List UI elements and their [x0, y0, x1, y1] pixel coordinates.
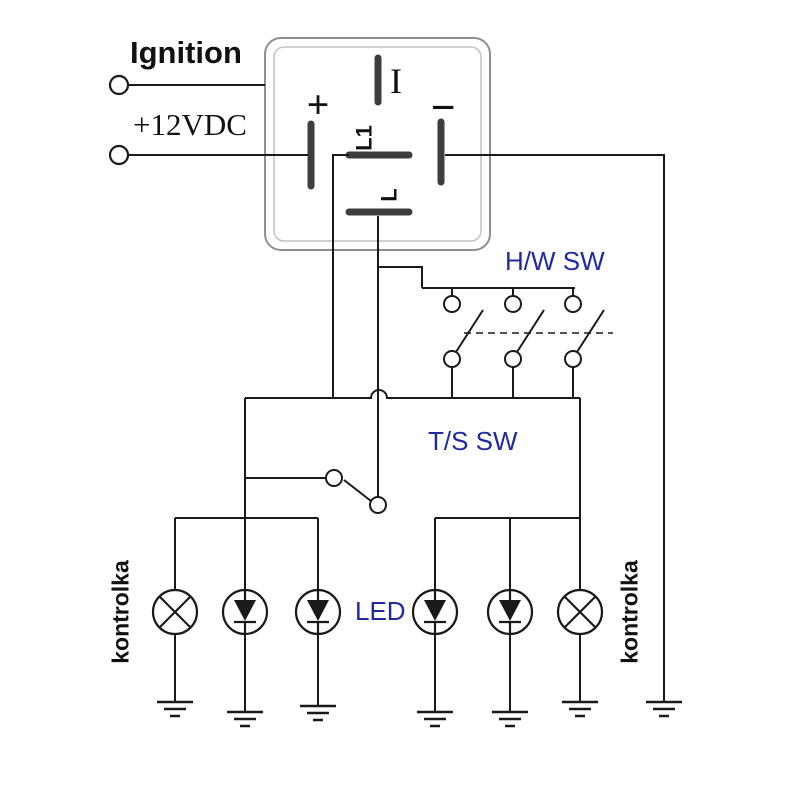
ground-run	[445, 154, 684, 718]
lamp-rail-with-hop	[245, 389, 580, 399]
hazard-lever-2	[516, 309, 545, 353]
ignition-label: Ignition	[130, 35, 242, 70]
relay-pin-label-l1: L1	[351, 125, 376, 151]
relay-pin-label-minus: −	[430, 83, 455, 132]
wire-l1-output	[332, 154, 349, 398]
hazard-switch: H/W SW	[422, 246, 613, 398]
indicator-lamp-right	[556, 588, 604, 636]
hazard-contact-top-2	[504, 295, 522, 313]
ground-symbol-4	[415, 710, 455, 728]
ground-symbol-3	[298, 704, 338, 722]
relay-output-wires	[332, 154, 423, 497]
relay-pin-label-l: L	[376, 188, 401, 201]
led-lamp-1	[221, 588, 269, 636]
hazard-switch-label: H/W SW	[505, 246, 605, 276]
flasher-relay: I + − L1 L	[264, 37, 491, 251]
supply-label: +12VDC	[133, 107, 247, 142]
relay-pin-label-plus: +	[307, 82, 330, 127]
led-lamp-3	[411, 588, 459, 636]
turn-signal-switch: T/S SW	[245, 426, 518, 514]
ground-symbol-right	[644, 700, 684, 718]
turn-signal-switch-label: T/S SW	[428, 426, 518, 456]
hazard-contact-top-1	[443, 295, 461, 313]
lamps: kontrolka kontrolka LED	[108, 560, 643, 664]
ground-symbol-5	[490, 710, 530, 728]
ground-symbol-1	[155, 700, 195, 718]
ground-symbol-2	[225, 710, 265, 728]
led-label: LED	[355, 596, 406, 626]
distribution-wires	[174, 398, 581, 590]
ignition-terminal	[108, 74, 130, 96]
hazard-contact-top-3	[564, 295, 582, 313]
wire-minus-to-ground	[445, 154, 665, 702]
turn-signal-contact	[325, 469, 343, 487]
hazard-contact-bottom-3	[564, 350, 582, 368]
hazard-lever-3	[576, 309, 605, 353]
indicator-label-right: kontrolka	[617, 560, 643, 664]
hazard-lever-1	[455, 309, 484, 353]
led-lamp-2	[294, 588, 342, 636]
indicator-lamp-left	[151, 588, 199, 636]
ground-leads	[155, 634, 600, 728]
hazard-contact-bottom-1	[443, 350, 461, 368]
relay-pin-label-ignition: I	[390, 61, 402, 101]
turn-signal-lever	[343, 479, 372, 502]
wire-hazard-feed	[378, 266, 423, 288]
led-lamp-4	[486, 588, 534, 636]
supply-terminal	[108, 144, 130, 166]
input-terminals: Ignition +12VDC	[108, 35, 308, 166]
turn-signal-common	[369, 496, 387, 514]
hazard-contact-bottom-2	[504, 350, 522, 368]
ground-symbol-6	[560, 700, 600, 718]
indicator-label-left: kontrolka	[108, 560, 134, 664]
